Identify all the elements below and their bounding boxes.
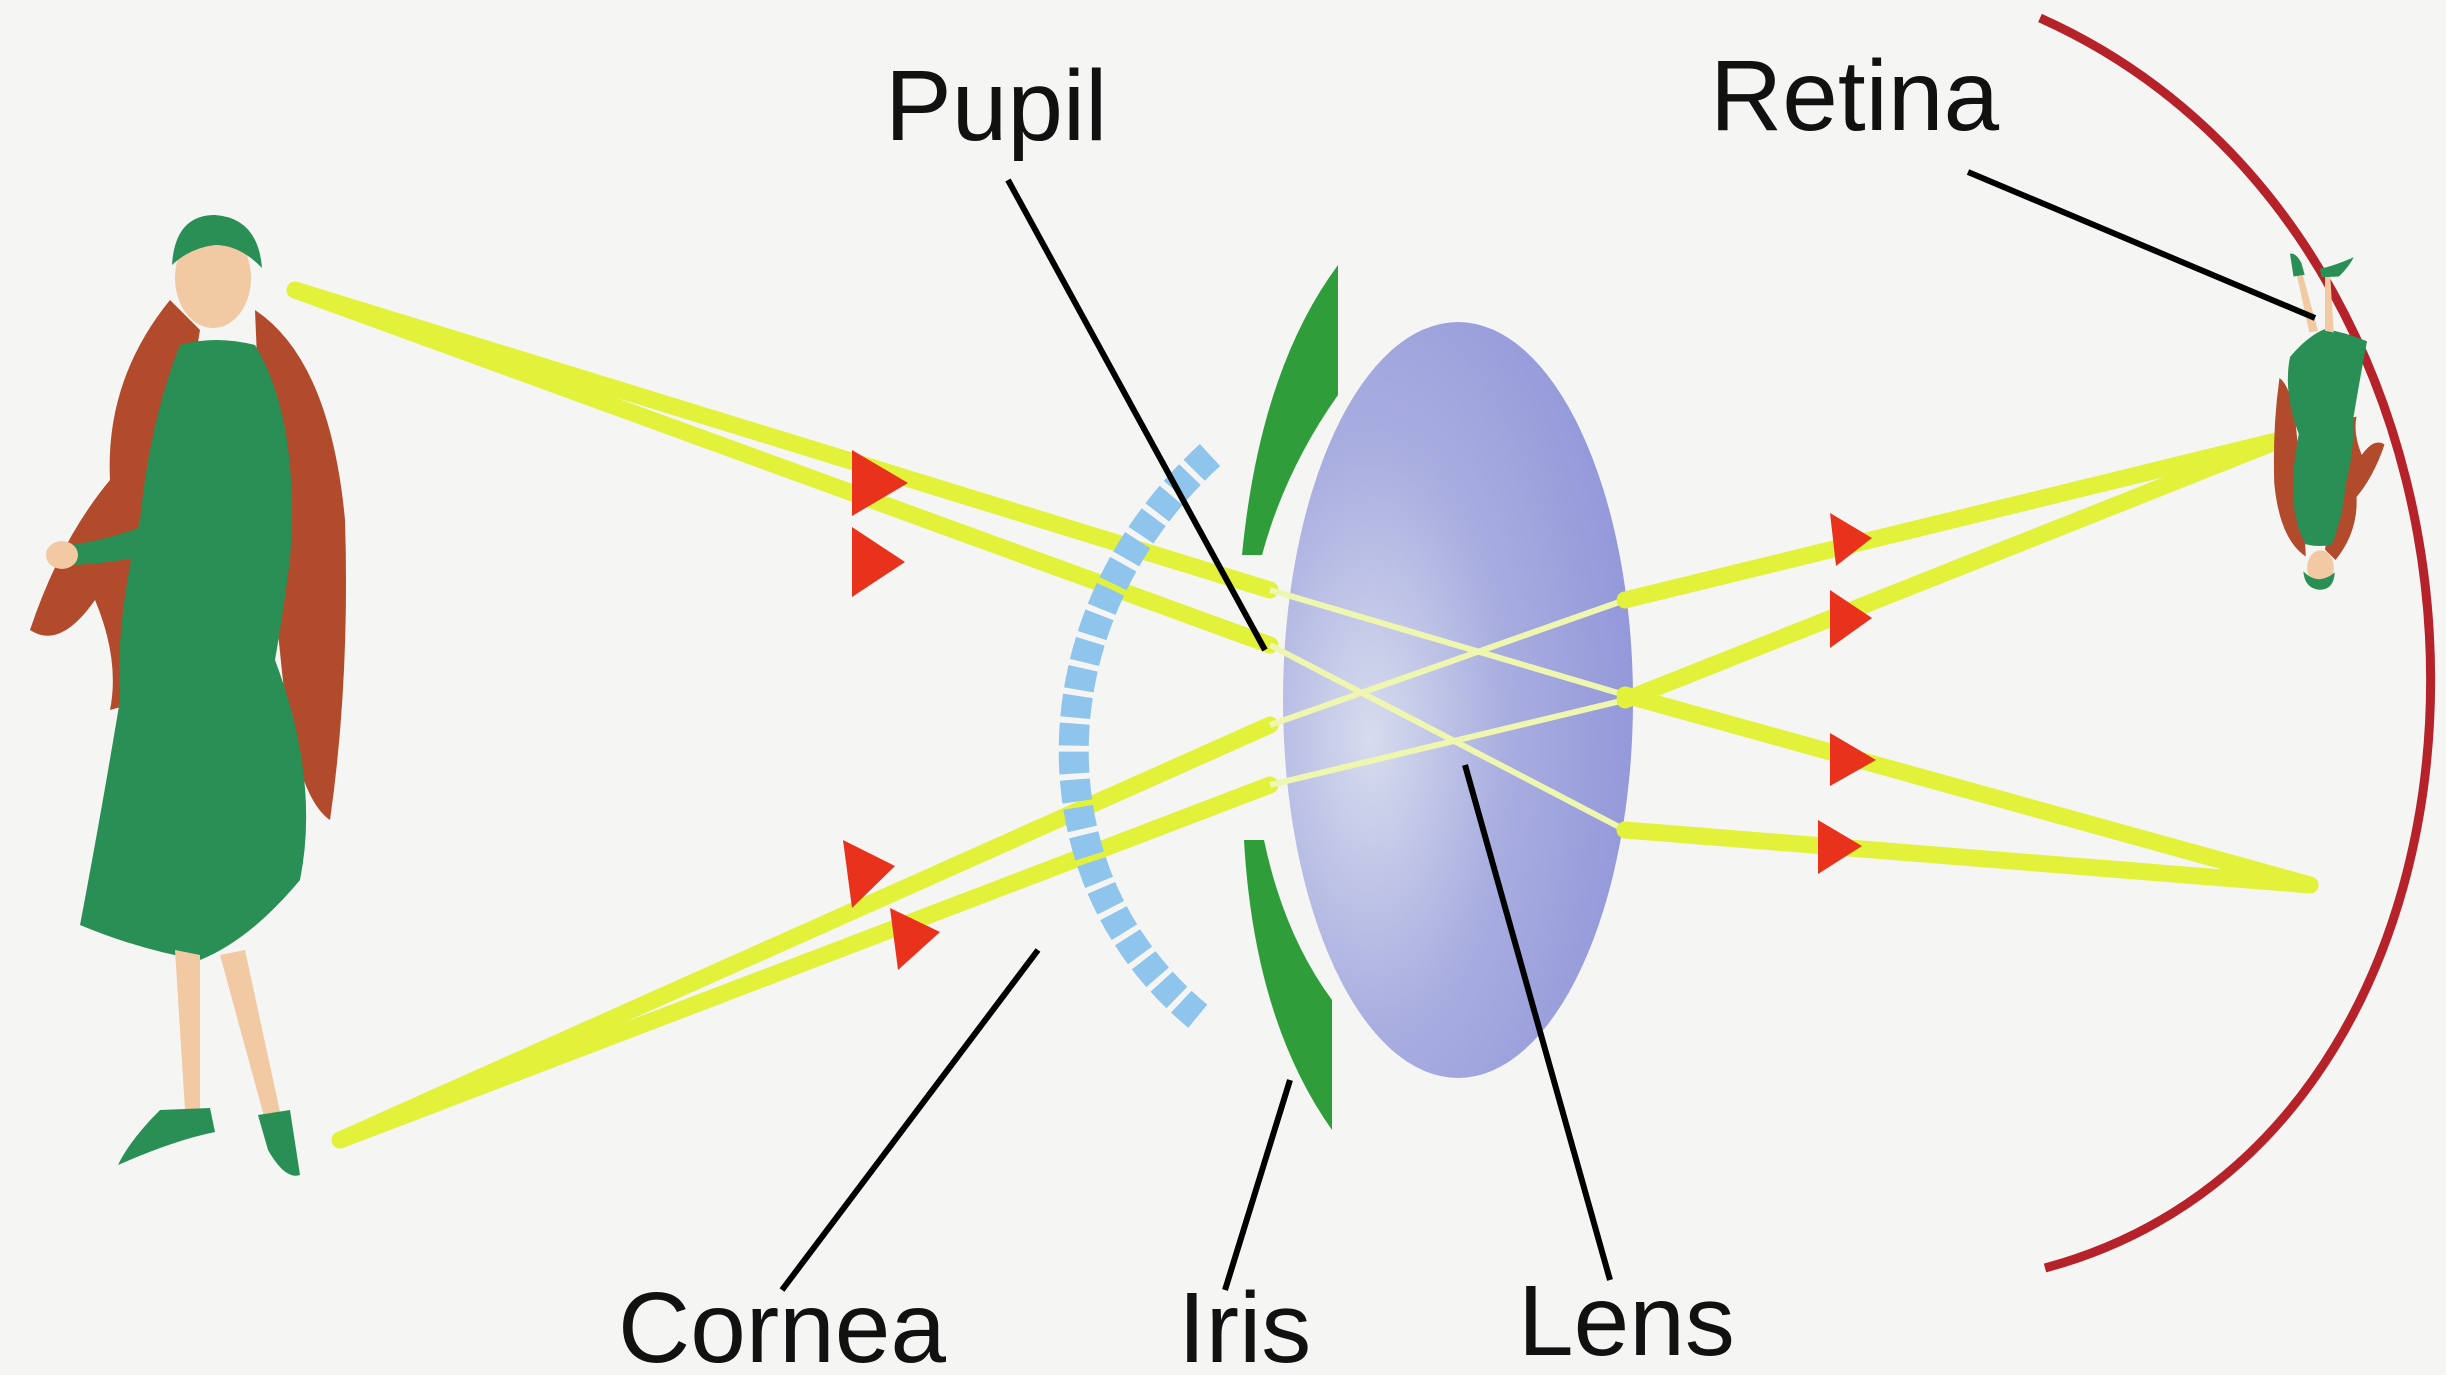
leader-lines [779, 169, 2317, 1292]
cornea [1058, 443, 1221, 1030]
pupil-leader [1005, 178, 1268, 652]
ray-top-2 [286, 281, 1279, 599]
legs [175, 950, 280, 1120]
cornea-label: Cornea [618, 1272, 946, 1375]
iris-upper [1242, 265, 1338, 555]
iris-lower [1244, 840, 1332, 1130]
arrow-icon [1818, 820, 1862, 874]
direction-arrows [843, 450, 1876, 970]
ray-bottom-1 [331, 716, 1279, 1149]
dress [80, 340, 307, 960]
shoes [118, 1108, 300, 1176]
incoming-rays [286, 281, 1279, 1149]
retina-leader [1966, 169, 2317, 321]
arrow-icon [890, 908, 940, 970]
lens-rays [1268, 587, 1627, 833]
arrow-icon [852, 450, 908, 516]
cornea-leader [779, 948, 1041, 1292]
retina-arc [2038, 13, 2435, 1273]
inverted-image [2273, 253, 2385, 590]
head [175, 228, 251, 328]
refracted-rays [1616, 431, 2319, 894]
lens-label: Lens [1518, 1265, 1735, 1375]
retina-label: Retina [1710, 40, 1999, 152]
woman-figure [30, 215, 346, 1176]
arrow-icon [1830, 590, 1872, 648]
arrow-icon [1830, 733, 1876, 786]
ray-bottom-2 [331, 776, 1279, 1149]
lens [1283, 322, 1633, 1078]
arrow-icon [1830, 513, 1872, 566]
lens-leader [1462, 764, 1613, 1281]
hand [46, 541, 78, 569]
iris-leader [1222, 1079, 1293, 1291]
pupil-label: Pupil [885, 50, 1107, 162]
hat [172, 215, 262, 268]
arm [65, 520, 165, 565]
iris-label: Iris [1178, 1272, 1311, 1375]
ray-top-1 [286, 281, 1279, 654]
arrow-icon [843, 840, 895, 908]
arrow-icon [852, 527, 905, 597]
